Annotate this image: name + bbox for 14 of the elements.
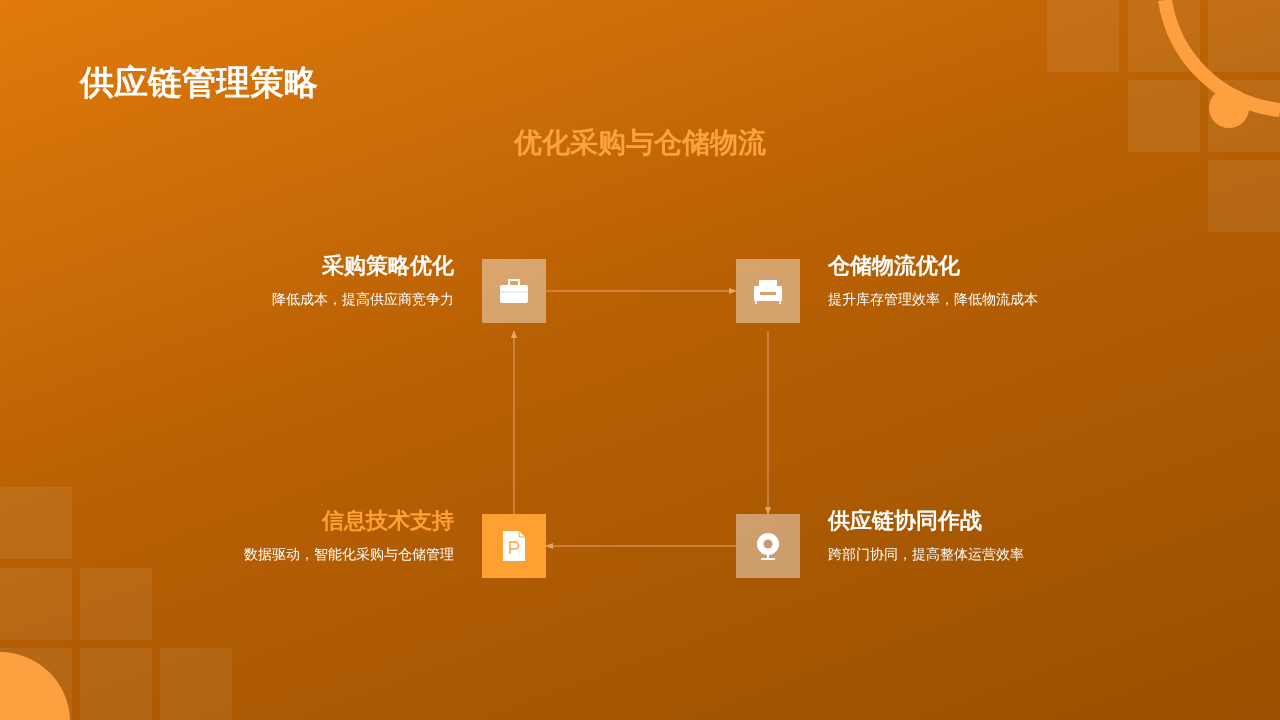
step-description: 提升库存管理效率，降低物流成本 — [828, 291, 1038, 309]
step-description: 跨部门协同，提高整体运营效率 — [828, 546, 1024, 564]
subtitle: 优化采购与仓储物流 — [512, 125, 767, 161]
arrow — [510, 330, 518, 515]
step-heading: 仓储物流优化 — [828, 252, 960, 280]
arrow — [764, 330, 772, 515]
title: 供应链管理策略 — [80, 61, 318, 104]
arrow — [545, 287, 737, 295]
step-heading: 供应链协同作战 — [828, 507, 982, 535]
step-description: 降低成本，提高供应商竞争力 — [272, 291, 454, 309]
step-heading: 信息技术支持 — [322, 507, 454, 535]
step-description: 数据驱动，智能化采购与仓储管理 — [244, 546, 454, 564]
arrow — [545, 542, 737, 550]
step-heading: 采购策略优化 — [322, 252, 454, 280]
